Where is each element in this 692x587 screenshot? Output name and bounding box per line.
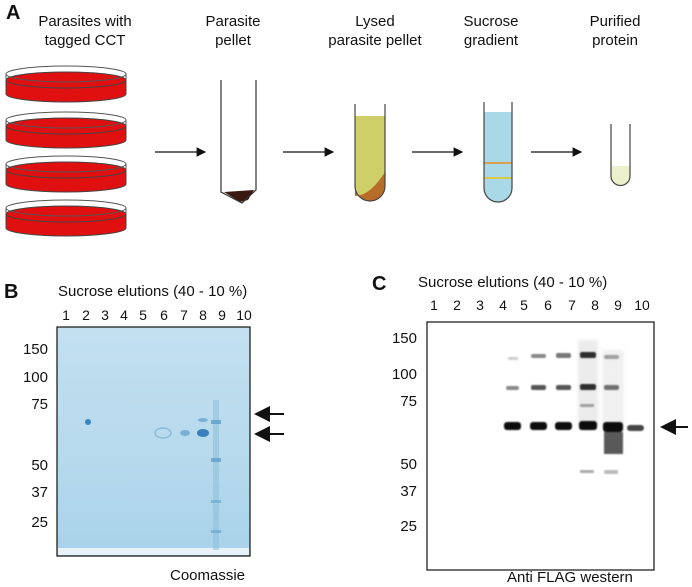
mw-marker-label: 50 [400,456,417,473]
panel-c-caption: Anti FLAG western [507,569,633,586]
lane-label: 1 [62,307,70,323]
lane-label: 3 [476,297,484,313]
lane-label: 6 [544,297,552,313]
panel-a-letter: A [6,2,21,24]
petri-dish [5,65,127,103]
lane-label: 5 [520,297,528,313]
lane-label: 9 [614,297,622,313]
mw-marker-label: 100 [22,369,48,386]
lane-label: 5 [139,307,147,323]
lane-label: 7 [568,297,576,313]
panel-c-letter: C [372,273,387,295]
petri-dish-stack [5,65,127,237]
mw-marker-label: 75 [31,396,48,413]
petri-dish [5,111,127,149]
panel-b-caption: Coomassie [170,567,246,584]
tube-lysed-pellet [354,104,386,202]
mw-marker-label: 100 [391,366,417,383]
lane-label: 10 [634,297,650,313]
lane-label: 1 [430,297,438,313]
lane-label: 10 [236,307,252,323]
lane-label: 3 [101,307,109,323]
step-label-parasites: Parasites with tagged CCT [38,13,132,49]
mw-marker-label: 150 [22,341,48,358]
mw-marker-label: 25 [400,518,417,535]
mw-marker-label: 75 [400,393,417,410]
step-label-lysed: Lysed parasite pellet [328,13,422,49]
step-label-purified: Purified protein [589,13,641,49]
lane-label: 6 [160,307,168,323]
lane-label: 2 [82,307,90,323]
lane-label: 4 [499,297,507,313]
panel-b-header: Sucrose elutions (40 - 10 %) [58,283,248,300]
lane-label: 9 [218,307,226,323]
lane-label: 8 [199,307,207,323]
lane-label: 8 [591,297,599,313]
mw-marker-label: 37 [31,484,48,501]
coomassie-gel [56,326,251,557]
tube-sucrose-gradient [483,102,513,203]
step-label-pellet: Parasite pellet [205,13,261,49]
tube-purified-protein [610,124,631,187]
mw-marker-label: 25 [31,514,48,531]
lane-label: 2 [453,297,461,313]
lane-label: 7 [180,307,188,323]
lane-label: 4 [120,307,128,323]
mw-marker-label: 50 [31,457,48,474]
panel-b-letter: B [4,281,19,303]
mw-marker-label: 37 [400,483,417,500]
panel-c-header: Sucrose elutions (40 - 10 %) [418,274,608,291]
conical-tube-pellet [220,80,257,204]
petri-dish [5,155,127,193]
western-blot [426,321,655,571]
mw-marker-label: 150 [391,330,417,347]
petri-dish [5,199,127,237]
step-label-gradient: Sucrose gradient [463,13,519,49]
